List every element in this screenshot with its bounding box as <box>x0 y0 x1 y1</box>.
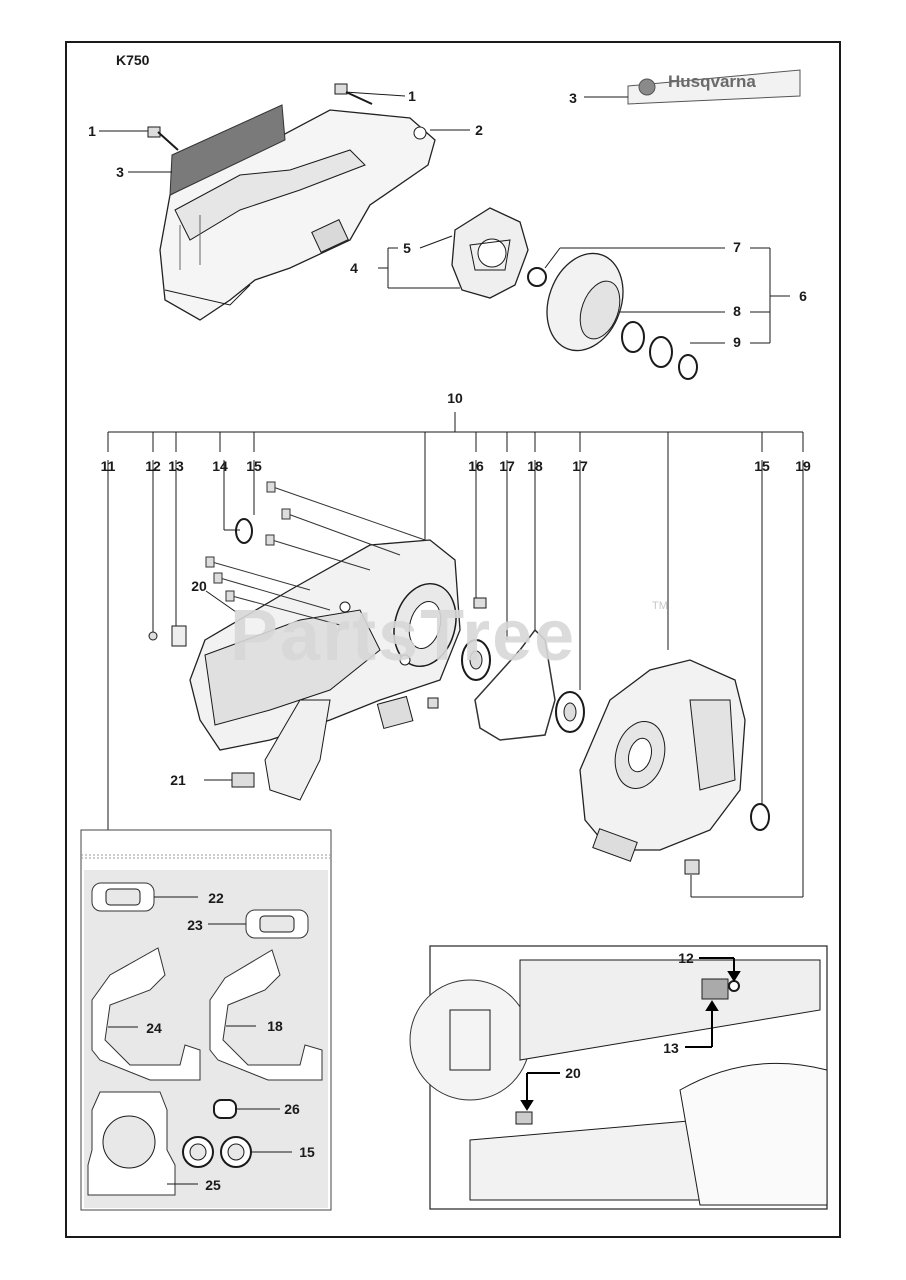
kit-callout-23: 23 <box>187 917 203 933</box>
kit-callout-25: 25 <box>205 1177 221 1193</box>
callout-15: 15 <box>246 458 262 474</box>
screw-icon <box>684 859 700 875</box>
callout-16: 16 <box>468 458 484 474</box>
screw-icon <box>231 772 255 788</box>
diagram-frame <box>65 41 841 1238</box>
o-ring-26-icon <box>213 1099 237 1119</box>
kit-callout-22: 22 <box>208 890 224 906</box>
kit-callout-15: 15 <box>299 1144 315 1160</box>
detail-callout-12: 12 <box>678 950 694 966</box>
kit-callout-24: 24 <box>146 1020 162 1036</box>
detail-inset-box <box>409 945 828 1210</box>
clutch-assembly-drawing <box>451 207 698 380</box>
washer-icon <box>527 267 547 287</box>
detail-callout-20: 20 <box>565 1065 581 1081</box>
bearing-icon <box>649 336 673 368</box>
callout-17: 17 <box>499 458 515 474</box>
callout-19: 19 <box>795 458 811 474</box>
trademark: TM <box>652 600 668 612</box>
kit-callout-18: 18 <box>267 1018 283 1034</box>
gasket-drawing <box>474 628 556 741</box>
watermark: PartsTree <box>230 596 577 676</box>
seal-icon <box>750 803 770 831</box>
callout-20: 20 <box>191 578 207 594</box>
callout-21: 21 <box>170 772 186 788</box>
callout-12: 12 <box>145 458 161 474</box>
pin-icon <box>473 597 487 609</box>
callout-14: 14 <box>212 458 228 474</box>
model-label: K750 <box>116 52 150 68</box>
crankcase-right-drawing <box>579 659 746 862</box>
screw-icon <box>515 1111 533 1125</box>
bolts-group <box>205 481 426 626</box>
husqvarna-crown-icon <box>638 78 656 96</box>
bearing-icon <box>621 321 645 353</box>
clutch-cover-drawing <box>159 104 436 321</box>
detail-callout-13: 13 <box>663 1040 679 1056</box>
gasket-18-icon <box>209 949 323 1081</box>
screw-icon <box>728 980 740 992</box>
kit-callout-26: 26 <box>284 1101 300 1117</box>
seal-icon <box>235 518 253 544</box>
callout-5: 5 <box>403 240 411 256</box>
gasket-kit-box <box>80 829 332 1211</box>
callout-10: 10 <box>447 390 463 406</box>
callout-1: 1 <box>408 88 416 104</box>
callout-18: 18 <box>527 458 543 474</box>
cover-sticker <box>169 104 286 196</box>
pin-icon <box>427 697 439 709</box>
callout-11: 11 <box>100 458 116 474</box>
callout-17: 17 <box>572 458 588 474</box>
brand-logo-text: Husqvarna <box>668 72 756 91</box>
crankcase-left-drawing <box>189 539 461 801</box>
callout-3: 3 <box>116 164 124 180</box>
callout-4: 4 <box>350 260 358 276</box>
callout-1: 1 <box>88 123 96 139</box>
seal-icon <box>678 354 698 380</box>
bracket-icon <box>171 625 187 647</box>
callout-15: 15 <box>754 458 770 474</box>
screw-icon <box>148 631 158 641</box>
detail-arrows <box>520 957 741 1111</box>
callout-3: 3 <box>569 90 577 106</box>
screw-icon <box>147 126 161 138</box>
callout-2: 2 <box>475 122 483 138</box>
callout-6: 6 <box>799 288 807 304</box>
callout-13: 13 <box>168 458 184 474</box>
screw-icon <box>334 83 348 95</box>
clamp-icon <box>701 978 729 1000</box>
callout-8: 8 <box>733 303 741 319</box>
husqvarna-logo-badge <box>627 69 801 105</box>
callout-9: 9 <box>733 334 741 350</box>
callout-7: 7 <box>733 239 741 255</box>
gasket-24-icon <box>91 947 201 1081</box>
